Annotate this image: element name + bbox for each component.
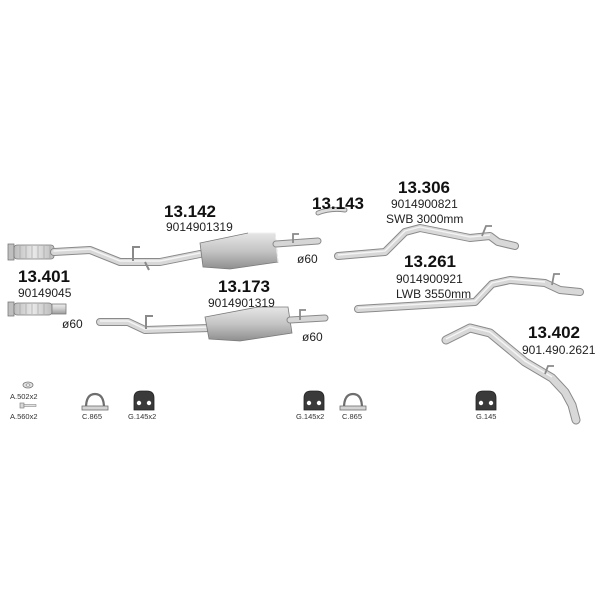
part-13-143-bend	[315, 206, 348, 216]
rubber-hanger-icon	[133, 390, 155, 411]
part-13-402-tailpipe	[441, 323, 581, 425]
oem-number-13-142: 9014901319	[166, 220, 233, 234]
part-number-13-173: 13.173	[218, 277, 270, 296]
accessory-code-g145: G.145x2	[296, 412, 325, 421]
part-13-306-tailpipe	[334, 224, 519, 260]
part-13-173-pipe	[96, 306, 329, 342]
diameter-13-173: ø60	[302, 330, 323, 344]
part-number-13-402: 13.402	[528, 323, 580, 342]
part-13-261-tailpipe	[354, 273, 584, 313]
rubber-hanger-icon	[303, 390, 325, 411]
length-note-13-261: LWB 3550mm	[396, 287, 472, 301]
oem-number-13-401: 90149045	[18, 286, 72, 300]
oem-number-13-261: 9014900921	[396, 272, 463, 286]
clamp-icon	[339, 392, 367, 411]
part-number-13-143: 13.143	[312, 194, 364, 213]
accessory-code-a502: A.502x2	[10, 392, 38, 401]
rubber-hanger-icon	[475, 390, 497, 411]
oem-number-13-306: 9014900821	[391, 197, 458, 211]
part-13-401-flexpipe	[7, 301, 67, 317]
length-note-13-306: SWB 3000mm	[386, 212, 464, 226]
accessory-code-a560: A.560x2	[10, 412, 38, 421]
oem-number-13-173: 9014901319	[208, 296, 275, 310]
part-13-142-pipe	[7, 232, 322, 271]
accessory-code-c865: C.865	[342, 412, 363, 421]
accessory-code-g145: G.145x2	[128, 412, 157, 421]
part-number-13-401: 13.401	[18, 267, 70, 286]
oem-number-13-402: 901.490.2621	[522, 343, 596, 357]
diameter-13-142: ø60	[297, 252, 318, 266]
accessory-code-g145: G.145	[476, 412, 497, 421]
part-number-13-306: 13.306	[398, 178, 450, 197]
clamp-icon	[81, 392, 109, 411]
diameter-13-401: ø60	[62, 317, 83, 331]
bolt-icon	[19, 402, 37, 409]
part-number-13-142: 13.142	[164, 202, 216, 221]
part-number-13-261: 13.261	[404, 252, 456, 271]
nut-icon	[22, 381, 34, 389]
accessory-code-c865: C.865	[82, 412, 103, 421]
